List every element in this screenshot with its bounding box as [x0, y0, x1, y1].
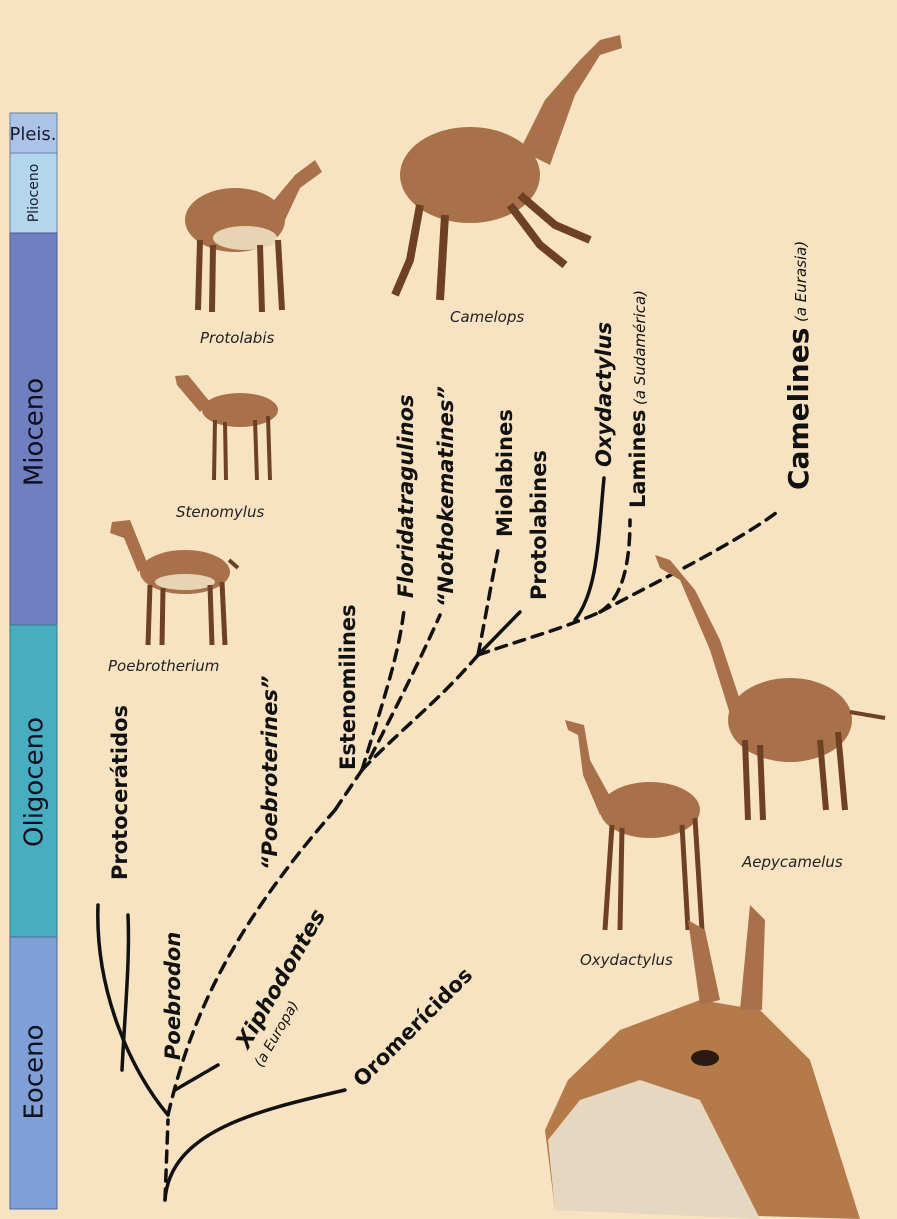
stenomylus-caption: Stenomylus	[176, 503, 264, 521]
epoch-label-eocene: Eoceno	[20, 1024, 50, 1119]
oxydactylus-illustration	[565, 720, 702, 930]
poebrotherium-illustration	[110, 520, 238, 645]
branch-oxydactylus	[575, 478, 604, 620]
oxydactylus-caption: Oxydactylus	[580, 951, 673, 969]
label-estenomilines: Estenomilines	[336, 604, 360, 770]
label-nothokematines: “Nothokematines”	[434, 386, 458, 607]
label-camelines: Camelines	[782, 328, 815, 490]
camelops-illustration	[395, 35, 622, 300]
epoch-label-oligocene: Oligoceno	[20, 717, 50, 847]
stenomylus-illustration	[175, 375, 278, 480]
label-poebroterines: “Poebroterines”	[258, 676, 282, 870]
label-oromericidos: Oromerícidos	[349, 963, 478, 1092]
label-floridatragulinos: Floridatragulinos	[394, 394, 418, 598]
branch-estenomilines	[335, 770, 362, 810]
epoch-label-pleistocene: Pleis.	[9, 124, 56, 145]
label-protolabines: Protolabines	[527, 450, 551, 600]
label-camelines-note: (a Eurasia)	[792, 241, 810, 322]
protolabis-caption: Protolabis	[200, 329, 274, 347]
branch-poebroterines	[168, 810, 335, 1115]
camelops-caption: Camelops	[450, 308, 524, 326]
aepycamelus-illustration	[655, 555, 885, 820]
epoch-label-miocene: Mioceno	[20, 378, 50, 486]
geologic-timescale: Pleis. Plioceno Mioceno Oligoceno Eoceno	[9, 113, 57, 1209]
epoch-label-pliocene: Plioceno	[26, 164, 42, 223]
branch-oromericidos	[165, 1090, 345, 1200]
label-lamines-note: (a Sudamérica)	[631, 290, 649, 405]
poebrotherium-caption: Poebrotherium	[108, 657, 219, 675]
branch-floridatragulinos	[362, 610, 404, 770]
protolabis-illustration	[185, 160, 322, 312]
branch-protoceratidos-a	[98, 905, 168, 1115]
branch-nothokematines	[370, 615, 440, 758]
aepycamelus-caption: Aepycamelus	[741, 853, 843, 871]
branch-camelid-crown	[478, 612, 600, 655]
label-oxydactylus-clade: Oxydactylus	[592, 322, 616, 467]
label-poebrodon: Poebrodon	[161, 932, 185, 1060]
label-lamines: Lamines	[626, 410, 650, 508]
label-miolabines: Miolabines	[493, 409, 517, 537]
label-protoceratidos: Protocerátidos	[108, 705, 132, 880]
